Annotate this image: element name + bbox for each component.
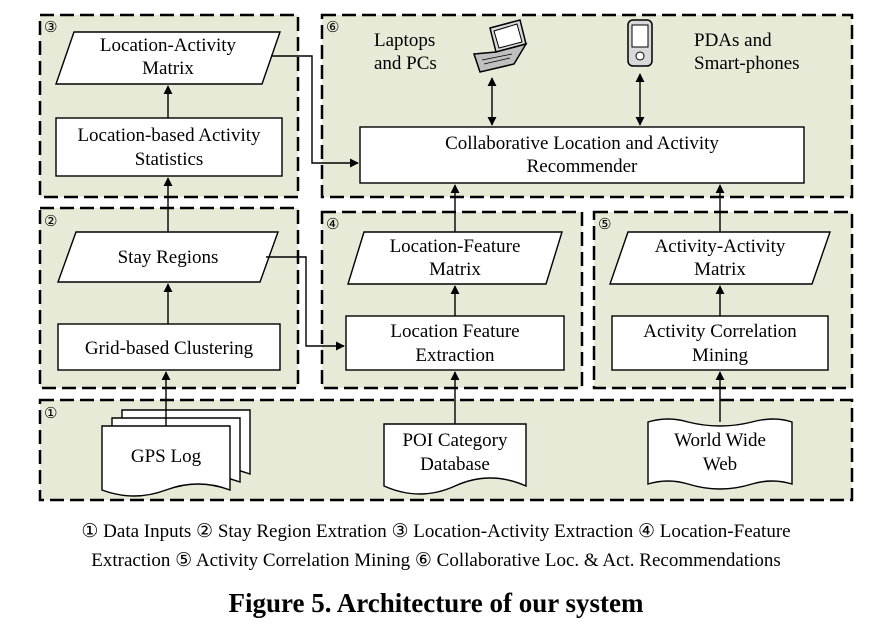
activity-correlation-mining-node [611,315,829,371]
arrow-stay-regions-to-feature-extraction [266,256,345,351]
stay-regions-label: Stay Regions [118,247,219,268]
activity-activity-matrix-line2: Matrix [694,259,746,280]
location-activity-statistics-node [55,117,283,177]
activity-activity-matrix-line1: Activity-Activity [655,236,786,257]
pdas-label-line2: Smart-phones [694,53,800,74]
gps-log-node [101,409,251,497]
location-feature-extraction-node [345,315,565,371]
region-number-6: ⑥ [326,18,339,36]
activity-activity-matrix-node [609,231,831,285]
legend-line-1: ① Data Inputs ② Stay Region Extration ③ … [81,521,791,542]
location-feature-extraction-line2: Extraction [415,345,495,366]
pdas-label-line1: PDAs and [694,30,772,51]
laptop-icon [472,19,528,73]
recommender-node [359,126,805,184]
stay-regions-node [57,231,279,283]
location-activity-matrix-line2: Matrix [142,58,194,79]
laptops-label-line1: Laptops [374,30,435,51]
world-wide-web-line2: Web [703,454,737,475]
location-feature-extraction-line1: Location Feature [390,321,519,342]
location-feature-matrix-line2: Matrix [429,259,481,280]
grid-clustering-label: Grid-based Clustering [85,338,254,359]
recommender-line2: Recommender [527,156,638,177]
architecture-diagram: ③ ⑥ ② ④ ⑤ ① Location-Activity Matrix Loc… [38,13,854,502]
world-wide-web-line1: World Wide [674,430,766,451]
arrow-la-matrix-to-recommender [271,55,359,168]
figure-title: Figure 5. Architecture of our system [228,588,644,618]
activity-correlation-mining-line1: Activity Correlation [643,321,797,342]
laptops-label-line2: and PCs [374,53,437,74]
world-wide-web-node [647,418,793,490]
poi-database-line2: Database [420,454,490,475]
region-number-5: ⑤ [598,215,611,233]
pda-icon [627,19,653,67]
grid-clustering-node [57,323,281,371]
region-number-1: ① [44,404,57,422]
location-activity-matrix-line1: Location-Activity [100,35,237,56]
location-feature-matrix-line1: Location-Feature [390,236,521,257]
activity-correlation-mining-line2: Mining [692,345,748,366]
poi-database-line1: POI Category [402,430,508,451]
location-activity-matrix-node [55,31,281,85]
location-activity-statistics-line2: Statistics [135,149,204,170]
poi-database-node [383,423,527,495]
location-activity-statistics-line1: Location-based Activity [77,125,261,146]
legend-line-2: Extraction ⑤ Activity Correlation Mining… [91,550,781,571]
recommender-line1: Collaborative Location and Activity [445,133,719,154]
location-feature-matrix-node [347,231,563,285]
region-number-3: ③ [44,18,57,36]
region-number-2: ② [44,212,57,230]
gps-log-label: GPS Log [131,446,202,467]
region-number-4: ④ [326,215,339,233]
